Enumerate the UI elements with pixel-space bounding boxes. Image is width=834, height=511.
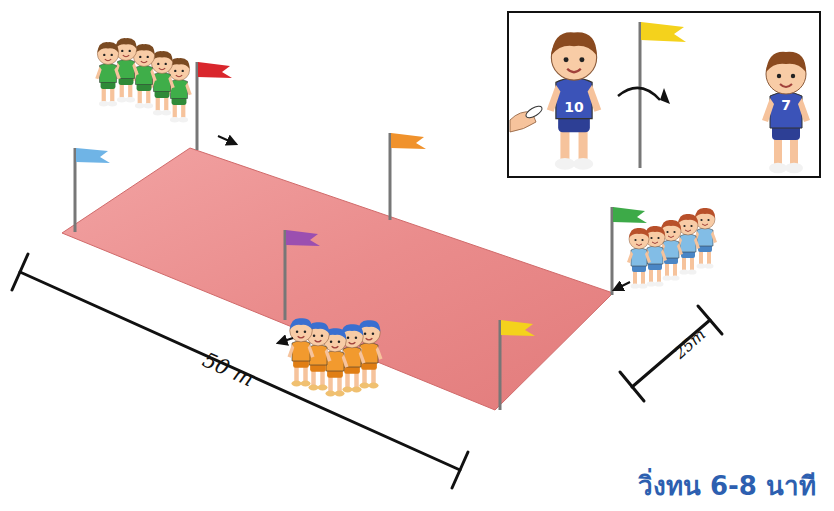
jersey-number: 7 [781, 98, 791, 112]
flag-blue [75, 148, 110, 232]
orange-team [288, 318, 383, 396]
running-field [62, 148, 613, 410]
blue-team [627, 208, 717, 289]
dimension-label: 50 m [199, 350, 256, 391]
direction-arrow [218, 136, 236, 144]
direction-arrow [278, 338, 293, 343]
flag-purple [285, 230, 320, 320]
flag-red [197, 62, 232, 150]
baton-pass-inset [508, 12, 820, 177]
dimension-label: 25m [671, 326, 708, 362]
flag-orange [390, 133, 426, 220]
flag-yellow [500, 320, 535, 410]
dimension-line-width [620, 306, 722, 401]
dimension-line-length [12, 254, 468, 488]
green-team [95, 38, 192, 122]
direction-arrow [614, 282, 630, 290]
caption: วิ่งทน 6-8 นาที [638, 472, 816, 501]
jersey-number: 10 [564, 100, 583, 114]
